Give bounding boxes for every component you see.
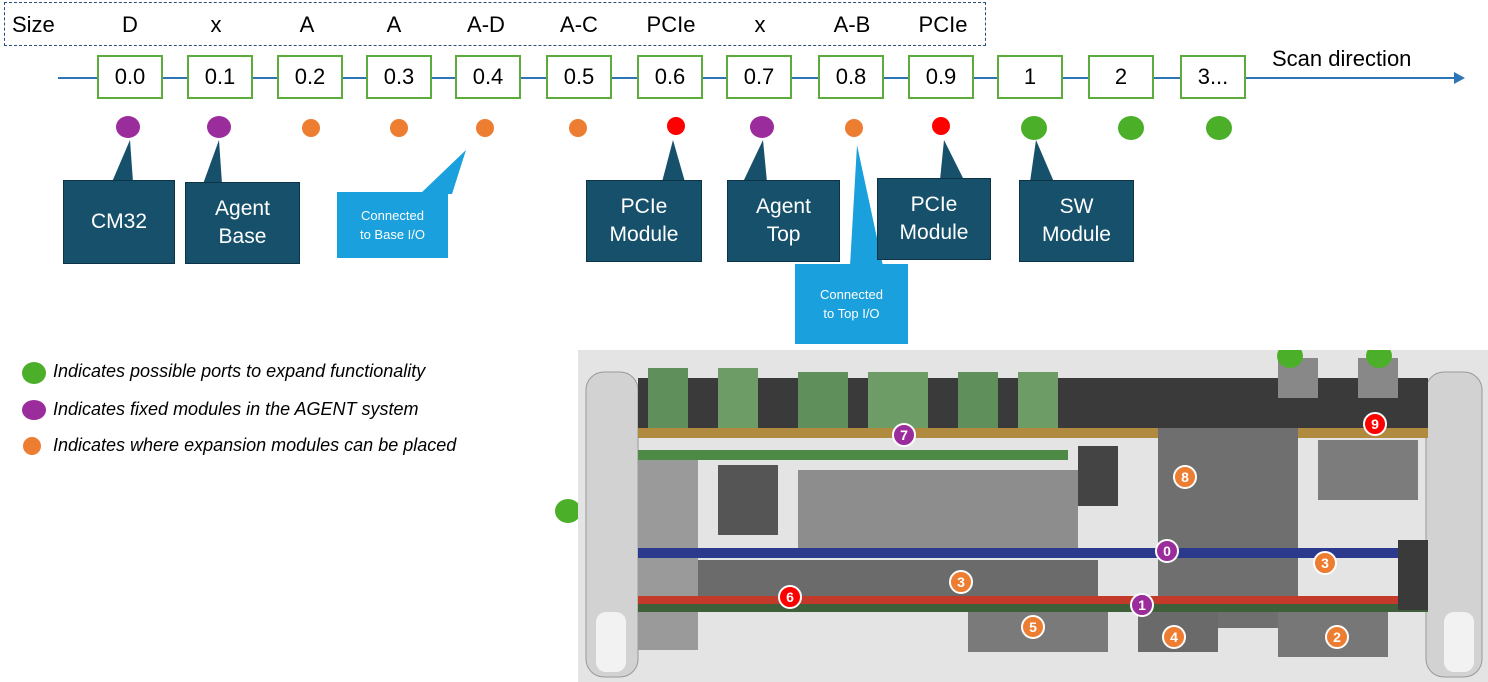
legend-green-text: Indicates possible ports to expand funct…	[53, 361, 426, 381]
top-io-callout: Connected to Top I/O	[795, 264, 908, 344]
fixed-module-dot	[750, 116, 774, 138]
slot-box: 0.5	[546, 55, 612, 99]
hardware-photo: 7 9 8 0 3 3 6 1 5 4 2	[578, 350, 1488, 682]
marker-2: 2	[1325, 625, 1349, 649]
size-value: A-B	[833, 12, 871, 37]
agent-top-callout: Agent Top	[727, 180, 840, 262]
expansion-slot-dot	[390, 119, 408, 137]
marker-9: 9	[1363, 412, 1387, 436]
agent-top-pointer	[743, 140, 767, 182]
size-value: A-D	[467, 12, 505, 37]
legend-purple-dot	[22, 400, 46, 420]
pcie-module-2-callout: PCIe Module	[877, 178, 991, 260]
size-value: PCIe	[918, 12, 968, 37]
expansion-slot-dot	[569, 119, 587, 137]
scan-direction-label: Scan direction	[1272, 46, 1412, 71]
size-value: D	[122, 12, 138, 37]
fixed-module-dot	[207, 116, 231, 138]
marker-3-right: 3	[1313, 551, 1337, 575]
side-port-dot	[555, 499, 581, 523]
marker-4: 4	[1162, 625, 1186, 649]
expansion-slot-dot	[845, 119, 863, 137]
slot-box: 0.1	[187, 55, 253, 99]
legend-orange-text: Indicates where expansion modules can be…	[53, 435, 457, 455]
slot-box: 0.0	[97, 55, 163, 99]
slot-box: 0.6	[637, 55, 703, 99]
slot-box: 1	[997, 55, 1063, 99]
top-port-dot	[1277, 350, 1303, 368]
sw-module-pointer	[1030, 140, 1054, 182]
base-io-callout: Connected to Base I/O	[337, 192, 448, 258]
pcie-slot-dot	[932, 117, 950, 135]
size-value: x	[754, 12, 766, 37]
legend-orange-dot	[23, 437, 41, 455]
slot-box: 0.9	[908, 55, 974, 99]
top-io-pointer	[850, 145, 883, 266]
port-dot	[1206, 116, 1232, 140]
scan-arrow-head-icon	[1454, 72, 1465, 84]
size-value: A	[299, 12, 315, 37]
top-port-dot	[1366, 350, 1392, 368]
pcie-module-1-callout: PCIe Module	[586, 180, 702, 262]
slot-box: 2	[1088, 55, 1154, 99]
size-value: A-C	[560, 12, 598, 37]
marker-0: 0	[1155, 539, 1179, 563]
legend-purple-text: Indicates fixed modules in the AGENT sys…	[53, 399, 419, 419]
expansion-slot-dot	[302, 119, 320, 137]
marker-8: 8	[1173, 465, 1197, 489]
cm32-pointer	[112, 140, 133, 182]
slot-box: 3...	[1180, 55, 1246, 99]
sw-module-callout: SW Module	[1019, 180, 1134, 262]
size-value: A	[386, 12, 402, 37]
pcie-module-2-pointer	[940, 140, 964, 180]
slot-box: 0.8	[818, 55, 884, 99]
legend-green-dot	[22, 362, 46, 384]
size-value: PCIe	[646, 12, 696, 37]
port-dot	[1021, 116, 1047, 140]
agent-base-pointer	[203, 140, 222, 184]
slot-box: 0.7	[726, 55, 792, 99]
fixed-module-dot	[116, 116, 140, 138]
slot-box: 0.4	[455, 55, 521, 99]
size-row-frame	[4, 2, 986, 46]
size-value: x	[210, 12, 222, 37]
marker-7: 7	[892, 423, 916, 447]
cm32-callout: CM32	[63, 180, 175, 264]
base-io-pointer	[420, 150, 466, 194]
pcie-slot-dot	[667, 117, 685, 135]
size-header: Size	[12, 12, 55, 37]
marker-1: 1	[1130, 593, 1154, 617]
port-dot	[1118, 116, 1144, 140]
marker-5: 5	[1021, 615, 1045, 639]
callout-pointers	[112, 140, 1054, 266]
marker-6: 6	[778, 585, 802, 609]
agent-base-callout: Agent Base	[185, 182, 300, 264]
slot-box: 0.3	[366, 55, 432, 99]
slot-box: 0.2	[277, 55, 343, 99]
marker-3-left: 3	[949, 570, 973, 594]
pcie-module-1-pointer	[662, 140, 685, 182]
expansion-slot-dot	[476, 119, 494, 137]
